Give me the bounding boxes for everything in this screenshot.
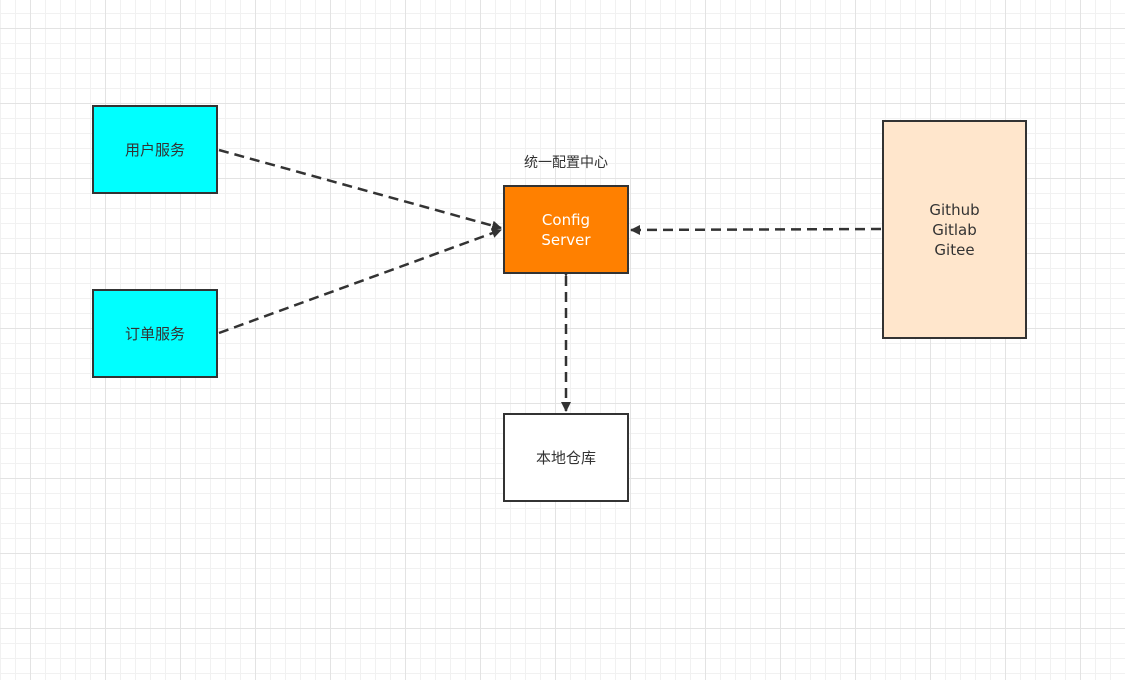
git-hosting-node: Github Gitlab Gitee — [882, 120, 1027, 339]
edge-git-to-config — [630, 224, 882, 235]
user-service-node: 用户服务 — [92, 105, 218, 194]
order-service-node: 订单服务 — [92, 289, 218, 378]
config-server-node: Config Server — [503, 185, 629, 274]
edge-user-to-config — [218, 148, 502, 231]
local-repository-node: 本地仓库 — [503, 413, 629, 502]
edge-order-to-config — [218, 228, 502, 335]
config-center-caption: 统一配置中心 — [524, 155, 608, 171]
